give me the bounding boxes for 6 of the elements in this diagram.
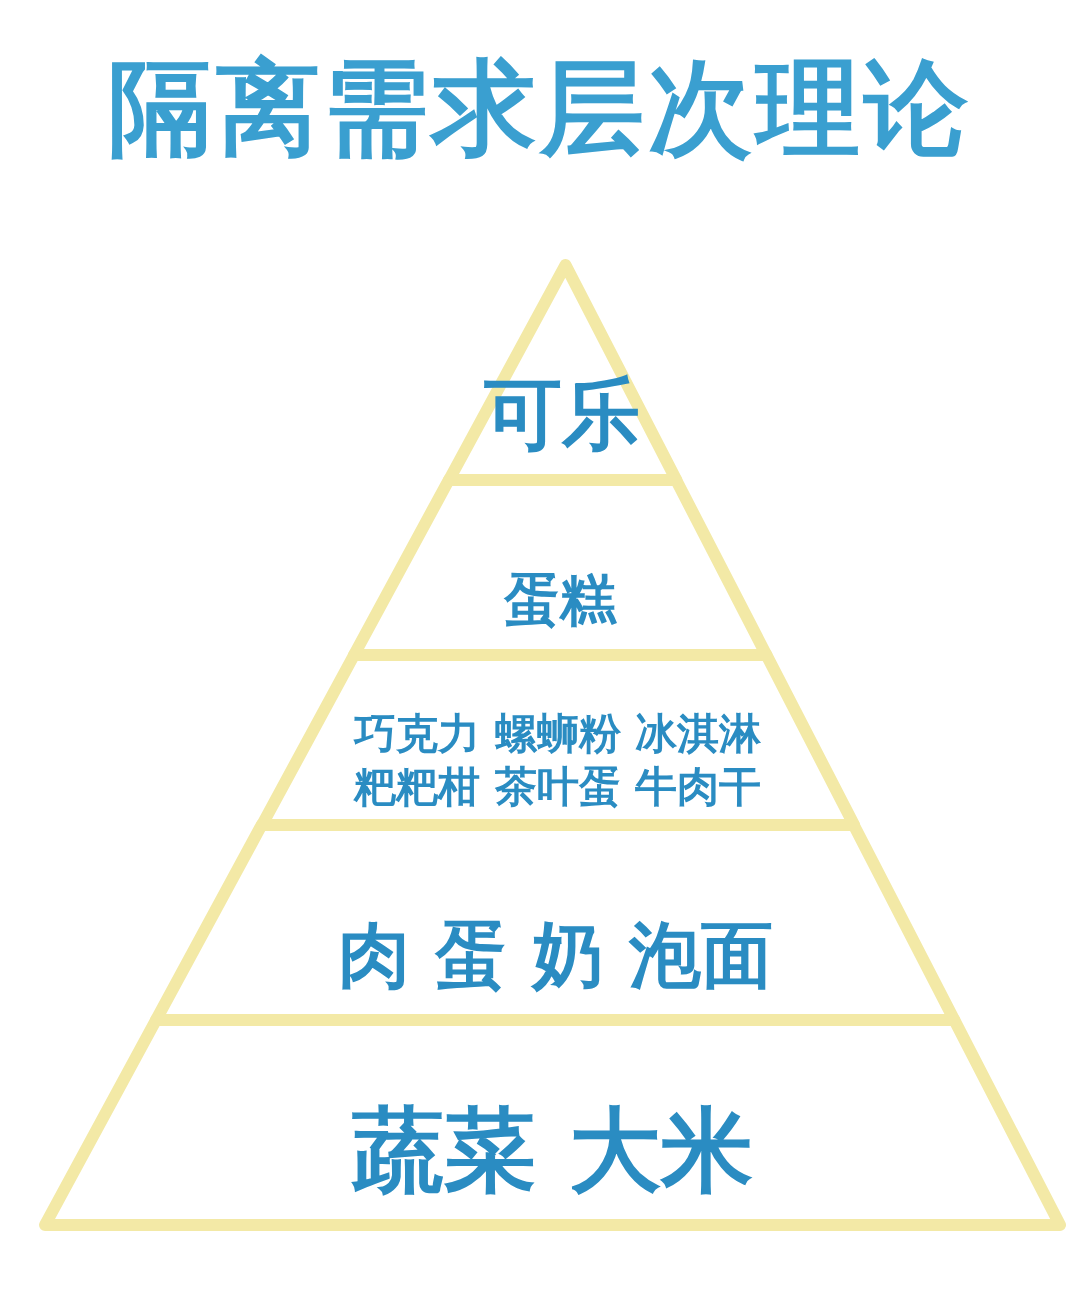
tier-label: 蛋糕 [503,566,616,634]
tier-label: 肉 蛋 奶 泡面 [337,912,773,999]
title: 隔离需求层次理论 [107,46,973,171]
tier-label: 蔬菜 大米 [352,1095,753,1206]
tier-label: 可乐 [484,368,641,462]
tier-label: 巧克力 螺蛳粉 冰淇淋粑粑柑 茶叶蛋 牛肉干 [352,707,763,812]
